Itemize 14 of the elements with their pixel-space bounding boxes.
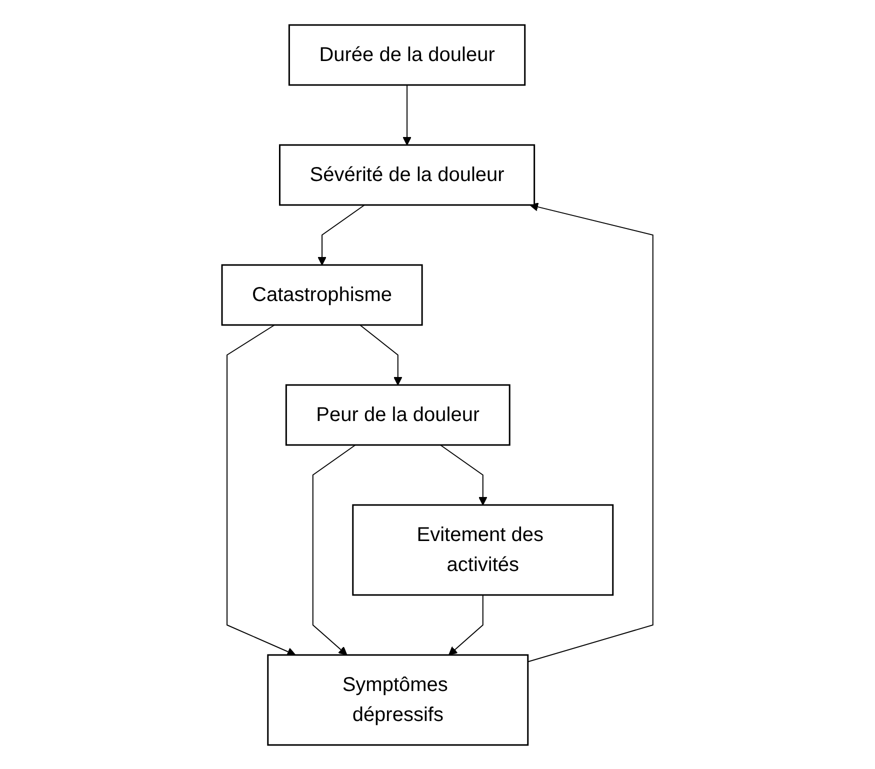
arrow <box>440 444 488 505</box>
node-box: Peur de la douleur <box>285 384 510 446</box>
node-box: Durée de la douleur <box>288 24 526 86</box>
arrow <box>402 84 412 145</box>
node-box: Evitement des activités <box>352 504 614 596</box>
arrow <box>527 202 654 662</box>
node-box: Sévérité de la douleur <box>279 144 536 206</box>
arrow <box>318 204 366 265</box>
arrow <box>312 444 356 655</box>
node-box: Symptômes dépressifs <box>267 654 529 746</box>
arrow <box>448 594 484 655</box>
node-box: Catastrophisme <box>221 264 423 326</box>
arrow <box>226 324 296 656</box>
arrow <box>360 324 402 385</box>
